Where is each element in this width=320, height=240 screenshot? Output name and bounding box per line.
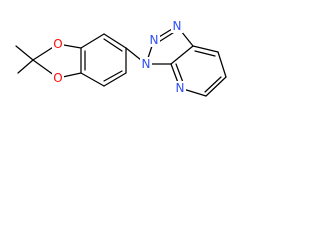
- atom-n1: N: [142, 57, 151, 71]
- bond-pyr-c4-c5: [217, 51, 227, 78]
- atom-n3-bg: [171, 19, 183, 33]
- atom-n2: N: [150, 33, 159, 47]
- atom-n2-bg: [148, 33, 160, 47]
- bond-methyl-lower: [17, 59, 34, 74]
- atom-n-pyridine: N: [176, 81, 185, 95]
- bonds: [15, 25, 227, 97]
- atom-n1-bg: [140, 57, 152, 71]
- bond-tri-c3a-c7a: [170, 45, 194, 65]
- atom-o-lower-bg: [52, 71, 64, 85]
- atom-labels: O O N N N N: [52, 19, 186, 95]
- bond-pyr-c5-c6-inner: [204, 76, 222, 93]
- bond-benz-c5-c4-inner: [103, 70, 123, 82]
- bond-benz-c5-c4: [103, 72, 127, 87]
- atom-o-lower: O: [53, 71, 62, 85]
- bond-benz-c4-c3a: [80, 72, 105, 87]
- atom-o-upper-bg: [52, 37, 64, 51]
- bond-pyr-c3a-c4: [192, 45, 219, 53]
- atom-n-pyridine-bg: [174, 81, 186, 95]
- bond-pyr-c3a-c4-inner: [194, 50, 216, 57]
- atom-o-upper: O: [53, 37, 62, 51]
- bond-benz-c7-c6-inner: [103, 38, 123, 52]
- bond-methyl-upper: [15, 45, 34, 61]
- structure-diagram: O O N N N N: [15, 19, 227, 97]
- bond-benz-c7-c6: [103, 33, 127, 49]
- bond-benz-c7a-c7: [80, 33, 105, 49]
- bond-pyr-c5-c6: [205, 76, 227, 97]
- atom-n3: N: [173, 19, 182, 33]
